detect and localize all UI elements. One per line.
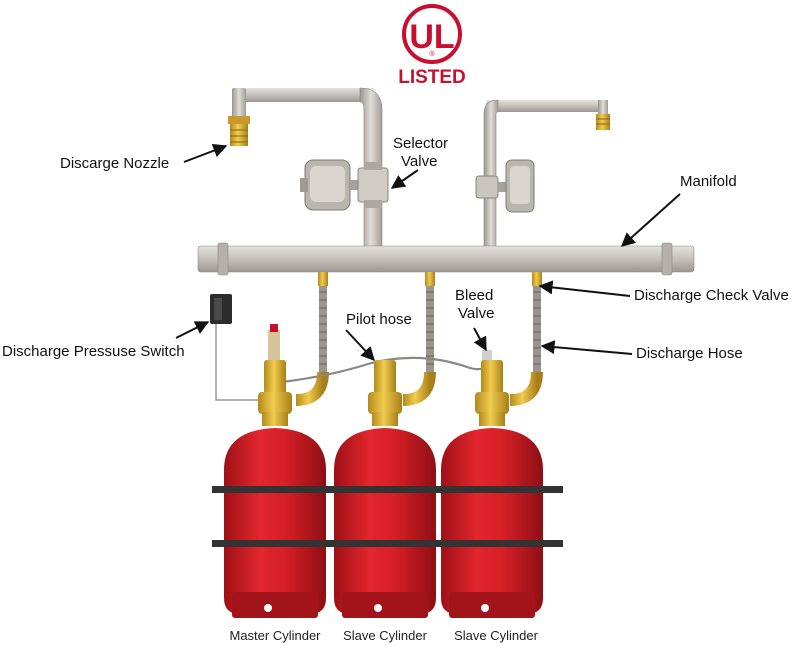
cylinder-caption-master: Master Cylinder: [229, 628, 321, 643]
label-discharge-nozzle: Discarge Nozzle: [60, 155, 169, 172]
arrow-discharge-hose: [540, 340, 633, 355]
label-discharge-hose: Discharge Hose: [636, 345, 743, 362]
label-manifold: Manifold: [680, 173, 737, 190]
label-bleed-valve-line1: Bleed: [455, 287, 493, 304]
callout-arrows: [175, 143, 681, 362]
label-discharge-pressure-switch: Discharge Pressuse Switch: [2, 343, 185, 360]
discharge-pressure-switch: [210, 294, 262, 401]
discharge-nozzle-right: [596, 114, 610, 130]
arrow-manifold: [620, 193, 681, 247]
pilot-hose: [281, 356, 493, 384]
arrow-pilot-hose: [345, 329, 375, 362]
arrow-discharge-check-valve: [538, 280, 631, 297]
cylinder-master: [212, 324, 338, 618]
arrow-selector-valve: [390, 169, 419, 189]
cylinder-slave-1: [322, 360, 448, 618]
arrow-bleed-valve: [473, 327, 487, 352]
discharge-hoses: [295, 272, 543, 406]
discharge-nozzle-left: [228, 116, 250, 146]
label-selector-valve-line2: Valve: [401, 153, 437, 170]
cylinder-caption-slave-2: Slave Cylinder: [454, 628, 538, 643]
cylinder-slave-2: [429, 350, 563, 618]
arrow-discharge-nozzle: [183, 143, 228, 163]
ul-listed-text: LISTED: [398, 67, 466, 88]
label-discharge-check-valve: Discharge Check Valve: [634, 287, 789, 304]
ul-registered-mark: ®: [429, 50, 435, 58]
ul-logo-mark: UL: [409, 18, 454, 56]
selector-valve-right: [475, 159, 535, 213]
ul-logo-ring: [402, 4, 462, 64]
manifold: [197, 242, 695, 276]
cylinder-caption-slave-1: Slave Cylinder: [343, 628, 427, 643]
label-selector-valve-line1: Selector: [393, 135, 448, 152]
arrow-pressure-switch: [175, 321, 210, 339]
label-pilot-hose: Pilot hose: [346, 311, 412, 328]
label-bleed-valve-line2: Valve: [458, 305, 494, 322]
selector-valve-left: [300, 159, 389, 211]
ul-listed-logo: UL ® LISTED: [398, 4, 466, 88]
discharge-pipes: [228, 87, 610, 251]
